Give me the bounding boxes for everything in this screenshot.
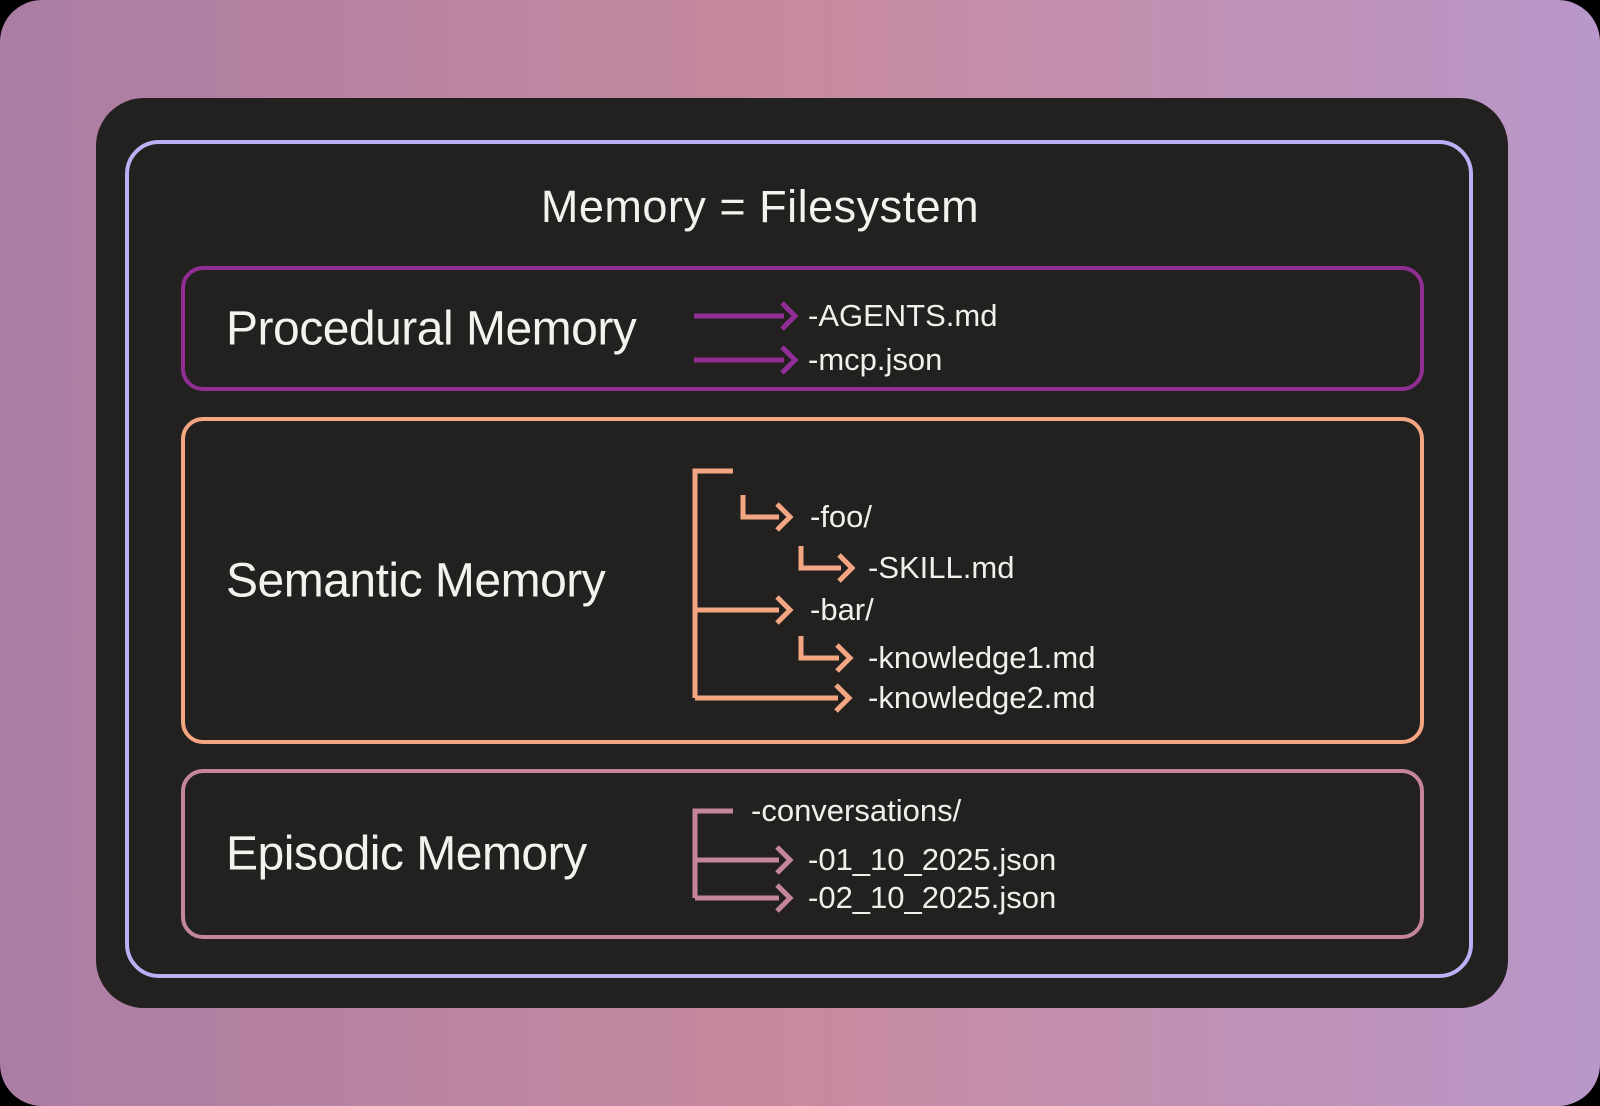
memory-filesystem-card: Memory = Filesystem Procedural Memory -A… [96, 98, 1508, 1008]
file-knowledge2-md: -knowledge2.md [868, 680, 1096, 715]
episodic-memory-box: Episodic Memory -conversations/ -01_10_2… [181, 769, 1424, 939]
file-skill-md: -SKILL.md [868, 550, 1015, 585]
procedural-arrows-icon [694, 301, 799, 375]
procedural-memory-box: Procedural Memory -AGENTS.md -mcp.json [181, 266, 1424, 391]
file-knowledge1-md: -knowledge1.md [868, 640, 1096, 675]
file-agents-md: -AGENTS.md [808, 298, 998, 333]
semantic-memory-label: Semantic Memory [226, 554, 606, 607]
dir-foo: -foo/ [810, 499, 873, 534]
outer-frame: Memory = Filesystem Procedural Memory -A… [125, 140, 1473, 978]
episodic-tree-icon [692, 808, 794, 913]
file-02-10-2025-json: -02_10_2025.json [808, 880, 1057, 915]
procedural-memory-label: Procedural Memory [226, 302, 637, 355]
dir-bar: -bar/ [810, 592, 874, 627]
semantic-tree-icon [692, 468, 856, 713]
episodic-memory-label: Episodic Memory [226, 827, 587, 881]
dir-conversations: -conversations/ [751, 793, 962, 828]
file-mcp-json: -mcp.json [808, 342, 943, 377]
diagram-title: Memory = Filesystem [540, 181, 980, 232]
semantic-memory-box: Semantic Memory [181, 417, 1424, 744]
file-01-10-2025-json: -01_10_2025.json [808, 842, 1057, 877]
